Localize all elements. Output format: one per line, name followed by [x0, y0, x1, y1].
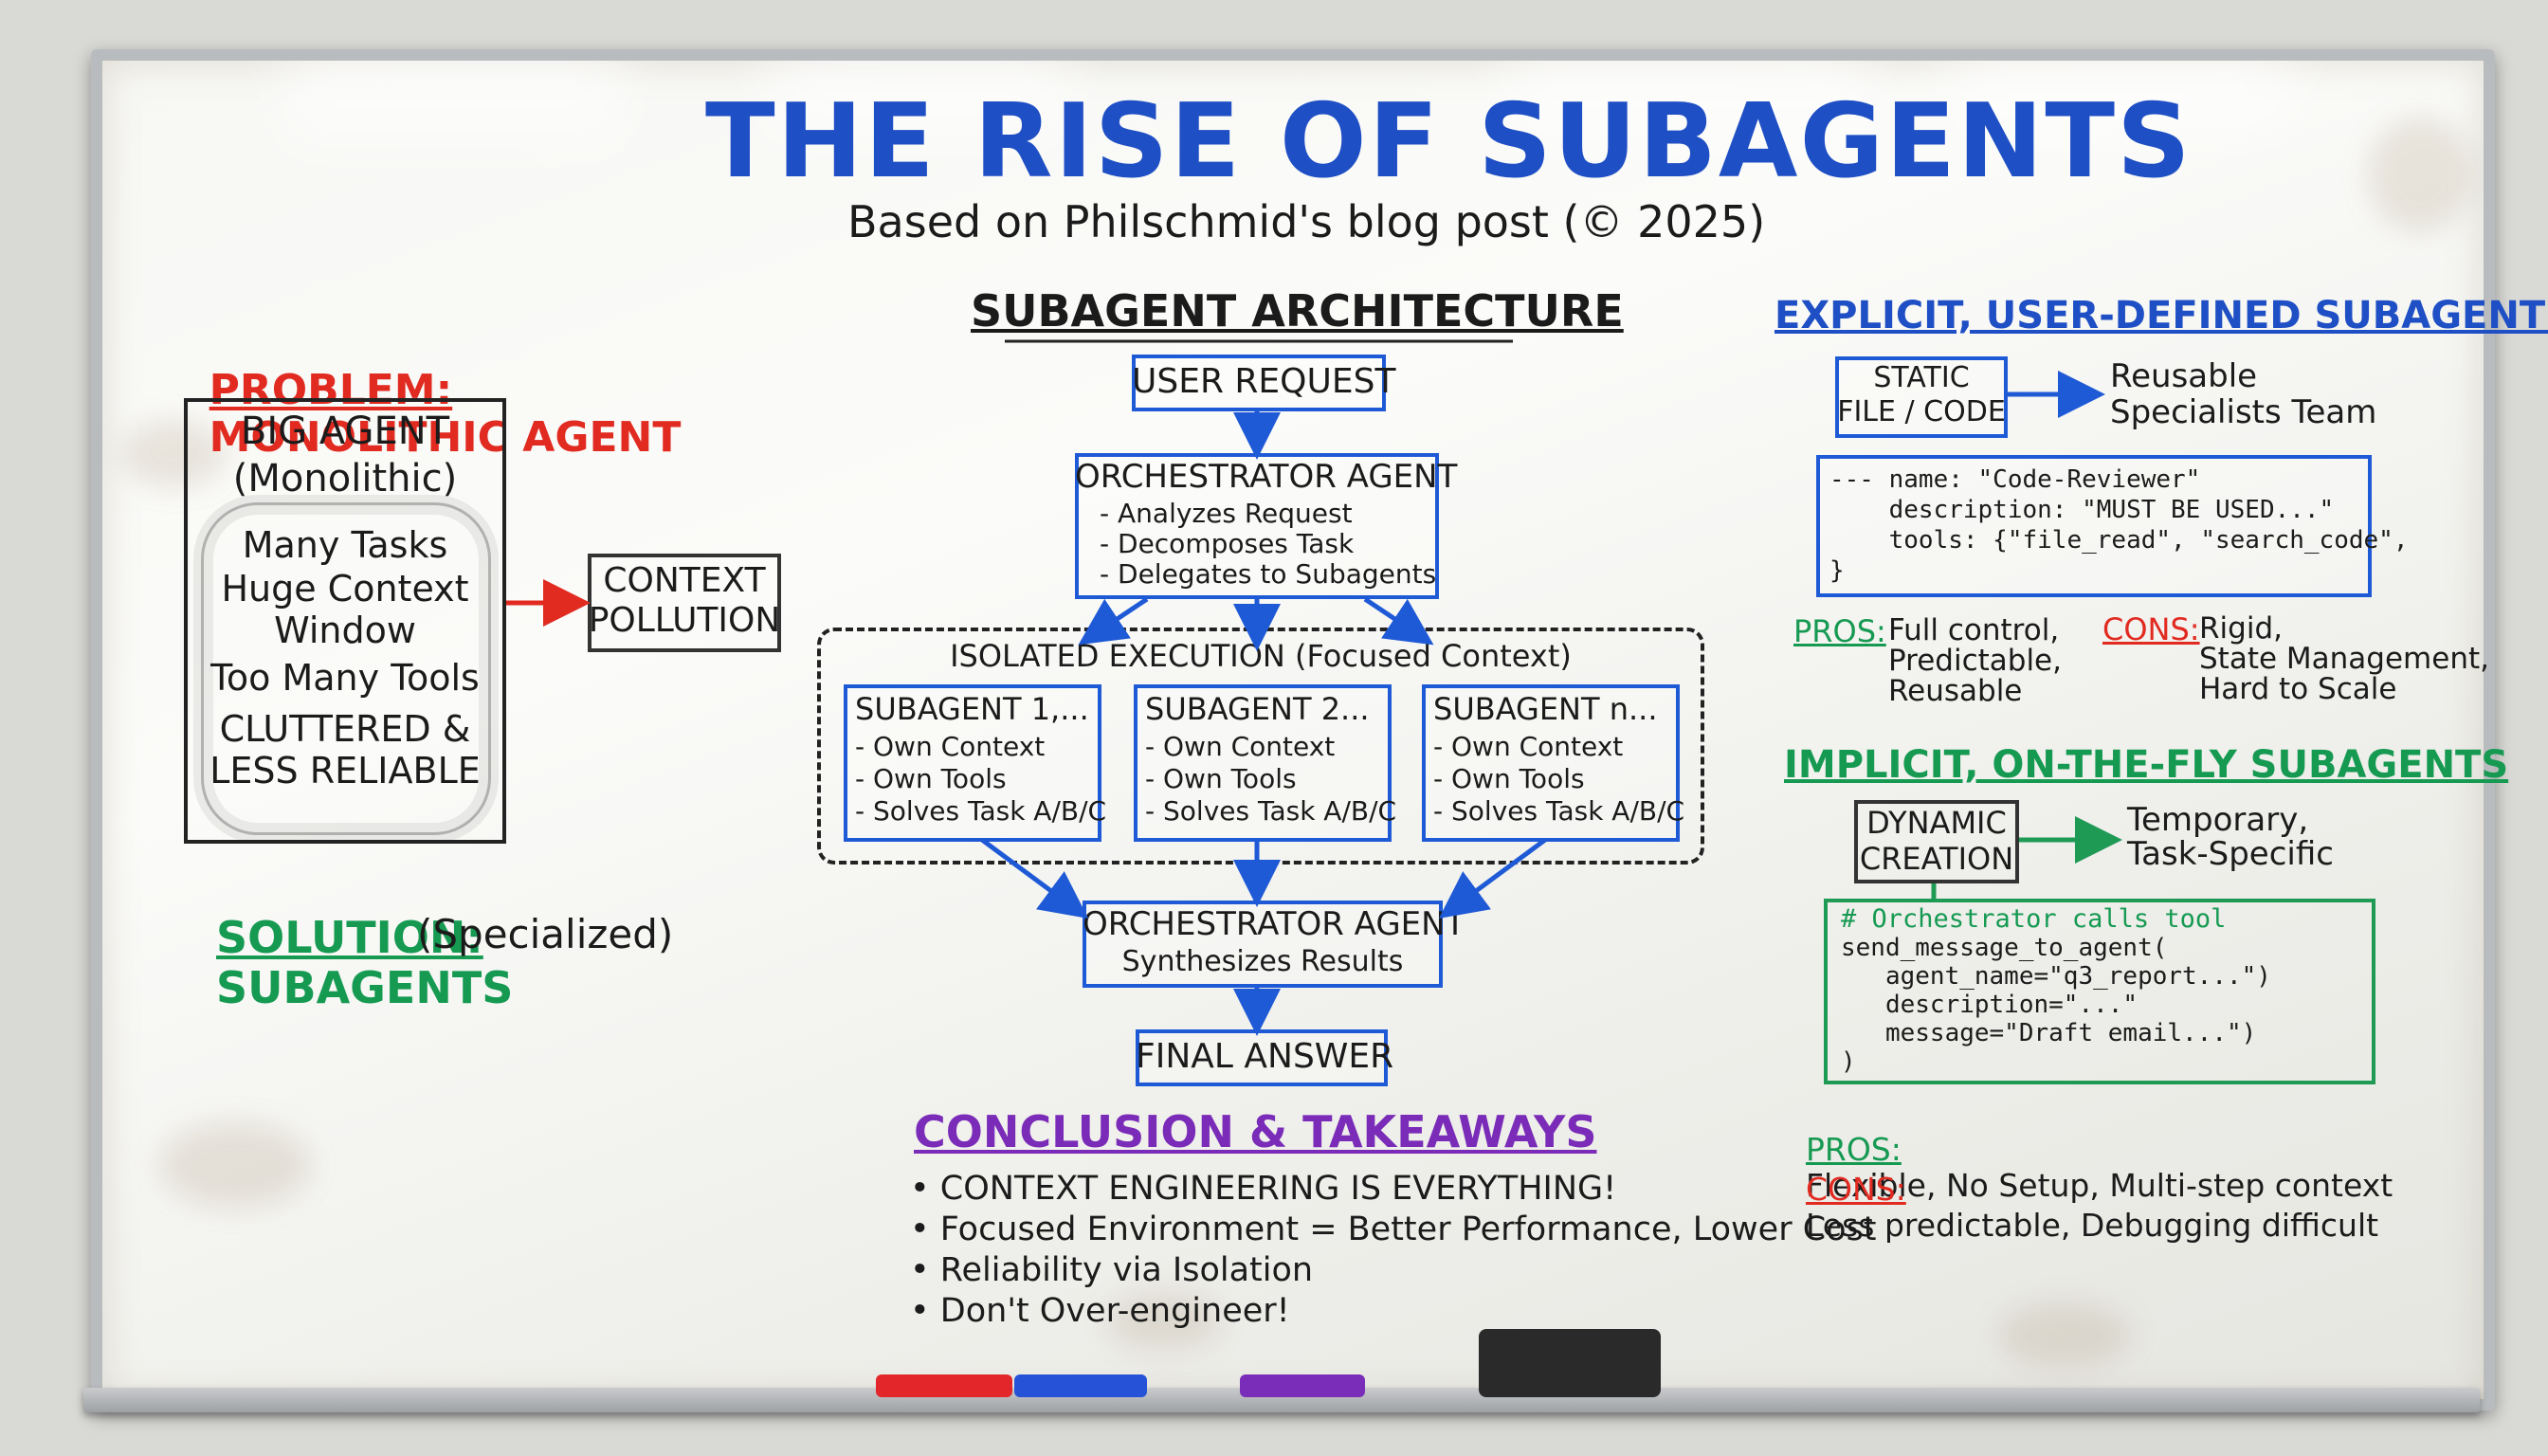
eraser[interactable]	[1479, 1329, 1661, 1397]
explicit-cons-label: CONS:	[2102, 611, 2200, 647]
problem-line: Huge Context	[221, 568, 469, 610]
big-agent-box	[184, 398, 506, 844]
explicit-code-line: }	[1829, 556, 1845, 585]
problem-line: Too Many Tools	[210, 657, 480, 699]
isolated-execution-label: ISOLATED EXECUTION (Focused Context)	[950, 638, 1572, 674]
user-request-box	[1132, 355, 1386, 411]
implicit-cons-text: Less predictable, Debugging difficult	[1805, 1206, 2379, 1244]
scribble-cloud	[201, 502, 491, 835]
implicit-code-line: send_message_to_agent(	[1841, 934, 2168, 962]
implicit-pros-row: PROS: Flexible, No Setup, Multi-step con…	[1786, 1096, 2393, 1204]
subagent-item: - Own Tools	[1145, 763, 1297, 794]
implicit-heading: IMPLICIT, ON-THE-FLY SUBAGENTS	[1784, 743, 2509, 787]
static-file-box	[1835, 356, 2008, 438]
problem-text: MONOLITHIC AGENT	[209, 413, 682, 463]
blue-marker[interactable]	[1014, 1374, 1147, 1397]
implicit-code-box	[1824, 899, 2375, 1084]
implicit-code-line: )	[1841, 1047, 1856, 1076]
orchestrator-item: - Delegates to Subagents	[1100, 558, 1437, 590]
explicit-pros-label: PROS:	[1793, 613, 1886, 649]
orchestrator-title: ORCHESTRATOR AGENT	[1075, 458, 1458, 496]
solution-heading: SOLUTION: SUBAGENTS	[186, 863, 513, 1013]
creation-label: CREATION	[1859, 841, 2014, 877]
subagent-item: - Own Context	[1145, 731, 1336, 762]
conclusion-item: • CONTEXT ENGINEERING IS EVERYTHING!	[910, 1170, 1617, 1208]
context-pollution-line1: CONTEXT	[603, 561, 766, 600]
orchestrator-item: - Decomposes Task	[1100, 528, 1355, 559]
implicit-code-comment: # Orchestrator calls tool	[1841, 904, 2227, 934]
arrow-subn-synth	[1438, 837, 1547, 919]
explicit-code-line: tools: {"file_read", "search_code",	[1829, 526, 2409, 555]
conclusion-heading: CONCLUSION & TAKEAWAYS	[914, 1106, 1597, 1157]
arrow-sub1-synth	[980, 837, 1089, 919]
synth-orchestrator-sub: Synthesizes Results	[1121, 945, 1404, 978]
red-marker[interactable]	[876, 1374, 1012, 1397]
solution-label: SOLUTION:	[216, 911, 483, 963]
context-pollution-line2: POLLUTION	[588, 601, 781, 640]
static-label: STATIC	[1873, 361, 1970, 394]
problem-line: LESS RELIABLE	[209, 750, 481, 792]
subagent-title: SUBAGENT 2...	[1145, 691, 1370, 727]
explicit-pro-item: Predictable,	[1888, 644, 2062, 678]
implicit-pros-label: PROS:	[1805, 1130, 1902, 1168]
problem-line: CLUTTERED &	[219, 708, 471, 750]
temporary-label: Temporary,	[2127, 801, 2309, 839]
explicit-code-line: description: "MUST BE USED..."	[1829, 496, 2335, 524]
monolithic-label: (Monolithic)	[232, 457, 458, 500]
purple-marker[interactable]	[1240, 1374, 1365, 1397]
subagent-item: - Own Tools	[1433, 763, 1585, 794]
subagent-item: - Own Context	[1433, 731, 1624, 762]
explicit-heading: EXPLICIT, USER-DEFINED SUBAGENTS	[1774, 294, 2548, 337]
synth-orchestrator-box	[1083, 901, 1443, 988]
subagent-title: SUBAGENT 1,...	[855, 691, 1089, 727]
solution-sub: (Specialized)	[417, 911, 674, 957]
file-code-label: FILE / CODE	[1837, 395, 2006, 428]
explicit-con-item: Hard to Scale	[2199, 672, 2397, 706]
explicit-con-item: State Management,	[2199, 642, 2489, 676]
reusable-label: Reusable	[2110, 357, 2258, 395]
specialists-team-label: Specialists Team	[2110, 393, 2377, 431]
problem-line: Window	[274, 610, 416, 651]
problem-line: Many Tasks	[242, 524, 448, 566]
user-request-label: USER REQUEST	[1132, 362, 1396, 401]
conclusion-item: • Reliability via Isolation	[910, 1251, 1314, 1289]
explicit-code-line: --- name: "Code-Reviewer"	[1829, 465, 2201, 494]
solution-text: SUBAGENTS	[216, 961, 514, 1013]
problem-label: PROBLEM:	[209, 365, 453, 414]
implicit-code-line: agent_name="q3_report...")	[1841, 962, 2271, 991]
explicit-pro-item: Full control,	[1888, 613, 2060, 647]
final-answer-label: FINAL ANSWER	[1136, 1037, 1394, 1076]
implicit-cons-row: CONS: Less predictable, Debugging diffic…	[1786, 1136, 2378, 1244]
implicit-pros-text: Flexible, No Setup, Multi-step context	[1805, 1166, 2393, 1204]
subagent-item: - Own Tools	[855, 763, 1007, 794]
dynamic-label: DYNAMIC	[1866, 805, 2007, 841]
subagent-box	[1134, 684, 1392, 842]
whiteboard	[91, 49, 2495, 1410]
subagent-item: - Own Context	[855, 731, 1046, 762]
implicit-code-line: message="Draft email...")	[1841, 1019, 2257, 1047]
subagent-box	[1422, 684, 1680, 842]
explicit-pro-item: Reusable	[1888, 674, 2023, 708]
implicit-cons-label: CONS:	[1805, 1170, 1906, 1208]
subagent-item: - Solves Task A/B/C	[1145, 795, 1397, 827]
problem-heading: PROBLEM: MONOLITHIC AGENT	[180, 318, 682, 463]
arrow-orchestrator-sub1	[1078, 596, 1149, 646]
task-specific-label: Task-Specific	[2127, 835, 2334, 873]
subagent-item: - Solves Task A/B/C	[1433, 795, 1685, 827]
big-agent-title: BIG AGENT	[240, 410, 450, 453]
explicit-con-item: Rigid,	[2199, 611, 2283, 646]
subagent-item: - Solves Task A/B/C	[855, 795, 1107, 827]
subagent-title: SUBAGENT n...	[1433, 691, 1658, 727]
implicit-code-line: description="..."	[1841, 991, 2138, 1019]
conclusion-item: • Don't Over-engineer!	[910, 1292, 1290, 1330]
dynamic-creation-box	[1854, 800, 2019, 883]
orchestrator-item: - Analyzes Request	[1100, 498, 1353, 529]
explicit-code-box	[1816, 455, 2372, 597]
arrow-orchestrator-subn	[1363, 596, 1434, 646]
orchestrator-box	[1075, 453, 1439, 599]
conclusion-item: • Focused Environment = Better Performan…	[910, 1210, 1877, 1248]
subagent-box	[844, 684, 1101, 842]
